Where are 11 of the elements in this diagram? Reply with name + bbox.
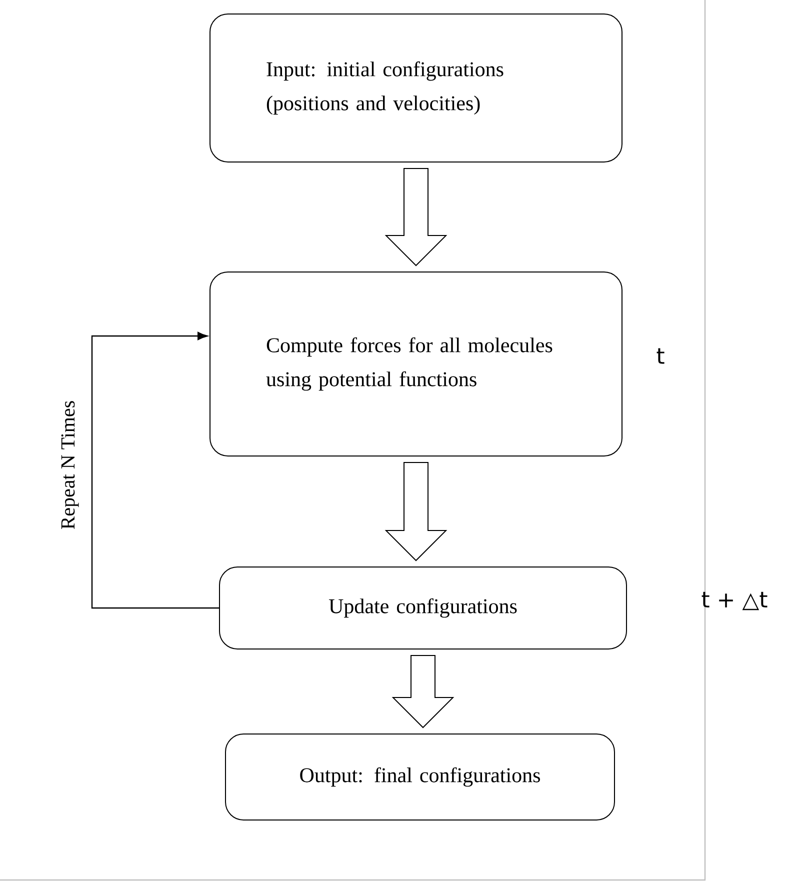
edge-label: Repeat N Times [61, 401, 79, 530]
block-arrow [384, 168, 448, 266]
process-box: Compute forces for all molecules using potential functions [210, 272, 622, 456]
process-box: Output: final configurations [225, 734, 615, 820]
process-box: Input: initial configurations (positions and velocities) [210, 14, 622, 162]
block-arrow [392, 655, 454, 728]
time-label: t [656, 348, 664, 364]
time-label: t + △t [702, 592, 768, 610]
block-arrow [384, 462, 448, 562]
process-box: Update configurations [219, 566, 627, 650]
loop-arrow [91, 332, 219, 609]
